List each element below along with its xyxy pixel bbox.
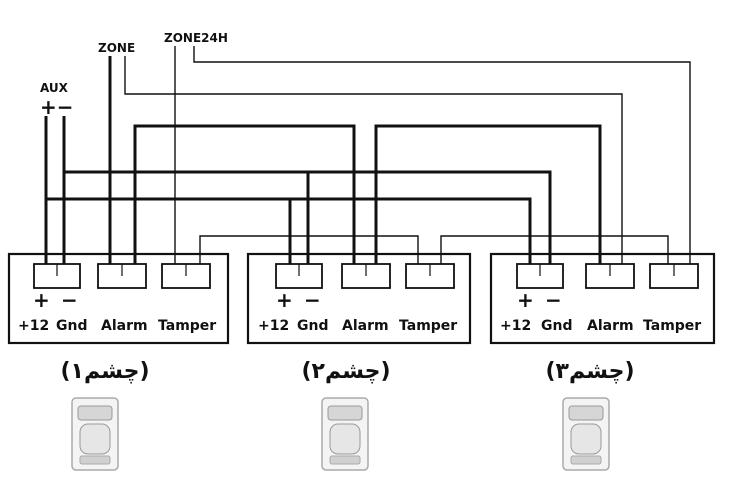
- board-frame: [7, 252, 230, 345]
- board-frame: [489, 252, 716, 345]
- sensor-caption: (چشم۱): [60, 359, 149, 384]
- wire-zone-return: [124, 56, 623, 276]
- terminal-label-tamper: Tamper: [643, 318, 701, 334]
- zone-label: ZONE: [98, 41, 135, 55]
- terminal-label-tamper: Tamper: [399, 318, 457, 334]
- terminal-label-alarm: Alarm: [587, 318, 634, 334]
- aux-polarity-label: +−: [40, 95, 74, 119]
- wire-zone24h-return: [193, 46, 691, 276]
- wire-tamper-1-2: [199, 235, 419, 276]
- terminal-label-tamper: Tamper: [158, 318, 216, 334]
- plus-sign: +: [276, 288, 293, 312]
- terminal-label-12v: +12: [258, 318, 289, 334]
- sensor-caption: (چشم۳): [545, 359, 634, 384]
- plus-sign: +: [33, 288, 50, 312]
- pir-detector-icon: [321, 397, 369, 471]
- zone24h-label: ZONE24H: [164, 31, 228, 45]
- sensor-board-1: + − +12 Gnd Alarm Tamper (چشم۱): [7, 252, 230, 384]
- terminal-label-alarm: Alarm: [101, 318, 148, 334]
- wires: [44, 46, 691, 276]
- sensor-board-2: + − +12 Gnd Alarm Tamper (چشم۲): [246, 252, 472, 384]
- sensor-board-3: + − +12 Gnd Alarm Tamper (چشم۳): [489, 252, 716, 384]
- minus-sign: −: [304, 288, 321, 312]
- pir-detector-icon: [562, 397, 610, 471]
- terminal-label-gnd: Gnd: [297, 318, 328, 334]
- terminal-label-gnd: Gnd: [541, 318, 572, 334]
- terminal-dividers: [56, 264, 675, 276]
- terminal-label-gnd: Gnd: [56, 318, 87, 334]
- board-frame: [246, 252, 472, 345]
- minus-sign: −: [545, 288, 562, 312]
- terminal-label-12v: +12: [18, 318, 49, 334]
- wire-alarm-2-3: [374, 124, 602, 276]
- terminal-label-12v: +12: [500, 318, 531, 334]
- minus-sign: −: [61, 288, 78, 312]
- wire-minus-bus: [64, 170, 552, 276]
- wire-plus-bus: [46, 197, 532, 276]
- wire-tamper-2-3: [440, 235, 669, 276]
- plus-sign: +: [517, 288, 534, 312]
- pir-detector-icon: [71, 397, 119, 471]
- sensor-caption: (چشم۲): [301, 359, 390, 384]
- aux-label: AUX: [40, 81, 69, 95]
- terminal-label-alarm: Alarm: [342, 318, 389, 334]
- wire-alarm-1-2: [133, 124, 356, 276]
